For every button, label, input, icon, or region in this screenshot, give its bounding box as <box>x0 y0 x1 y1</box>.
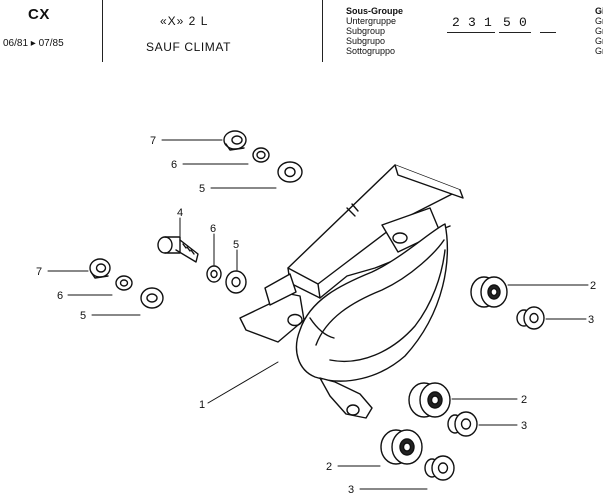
callout-4: 4 <box>177 207 183 219</box>
callout-2-middle: 2 <box>521 394 527 406</box>
code-underline-3 <box>540 32 556 33</box>
edge-label-1: Gi <box>595 6 603 16</box>
code-digit-3: 1 <box>484 15 492 30</box>
header-divider-left <box>102 0 103 62</box>
edge-label-2: Gr <box>595 16 603 26</box>
description-line-1: «X» 2 L <box>160 14 209 28</box>
spacer-part-3-bottom <box>424 455 455 481</box>
washer-part-5-lower <box>140 287 164 309</box>
header-divider-right <box>322 0 323 62</box>
nut-part-7-upper <box>223 130 247 151</box>
subgroup-label-es: Subgrupo <box>346 36 386 46</box>
code-underline-1 <box>447 32 495 33</box>
callout-5-upper: 5 <box>199 183 205 195</box>
callout-1: 1 <box>199 399 205 411</box>
bushing-part-2-bottom <box>380 429 423 465</box>
callout-2-bottom: 2 <box>326 461 332 473</box>
code-underline-2 <box>499 32 531 33</box>
washer-part-6-upper <box>252 147 270 163</box>
leader-lines <box>47 139 589 490</box>
subgroup-label-it: Sottogruppo <box>346 46 396 56</box>
callout-6-lower: 6 <box>57 290 63 302</box>
callout-6-bolt: 6 <box>210 223 216 235</box>
date-range: 06/81 ▸ 07/85 <box>3 38 64 49</box>
bolt-part-4 <box>157 236 199 263</box>
washer-part-6-lower <box>115 275 133 291</box>
bushing-part-2-top <box>470 276 508 308</box>
callout-2-top: 2 <box>590 280 596 292</box>
code-digit-4: 5 <box>503 15 511 30</box>
callout-5-bolt: 5 <box>233 239 239 251</box>
callout-7-lower: 7 <box>36 266 42 278</box>
subgroup-label-en: Subgroup <box>346 26 386 36</box>
callout-3-top: 3 <box>588 314 594 326</box>
callout-7-upper: 7 <box>150 135 156 147</box>
subgroup-label-fr: Sous-Groupe <box>346 6 404 16</box>
code-digit-2: 3 <box>468 15 476 30</box>
callout-3-bottom: 3 <box>348 484 354 496</box>
callout-5-lower: 5 <box>80 310 86 322</box>
code-digit-1: 2 <box>452 15 460 30</box>
nut-part-7-lower <box>89 258 111 279</box>
edge-label-5: Gr <box>595 46 603 56</box>
bushing-part-2-middle <box>408 382 451 418</box>
callout-3-middle: 3 <box>521 420 527 432</box>
code-digit-5: 0 <box>519 15 527 30</box>
spacer-part-3-top <box>516 306 545 330</box>
model-code: CX <box>28 6 50 23</box>
description-line-2: SAUF CLIMAT <box>146 40 232 54</box>
subgroup-label-de: Untergruppe <box>346 16 397 26</box>
washer-part-6-bolt <box>206 265 222 283</box>
washer-part-5-upper <box>277 161 303 183</box>
spacer-part-3-middle <box>447 411 478 437</box>
washer-part-5-bolt <box>225 270 247 294</box>
callout-6-upper: 6 <box>171 159 177 171</box>
edge-label-3: Gr <box>595 26 603 36</box>
engine-mount-bracket <box>239 164 464 419</box>
edge-label-4: Gr <box>595 36 603 46</box>
